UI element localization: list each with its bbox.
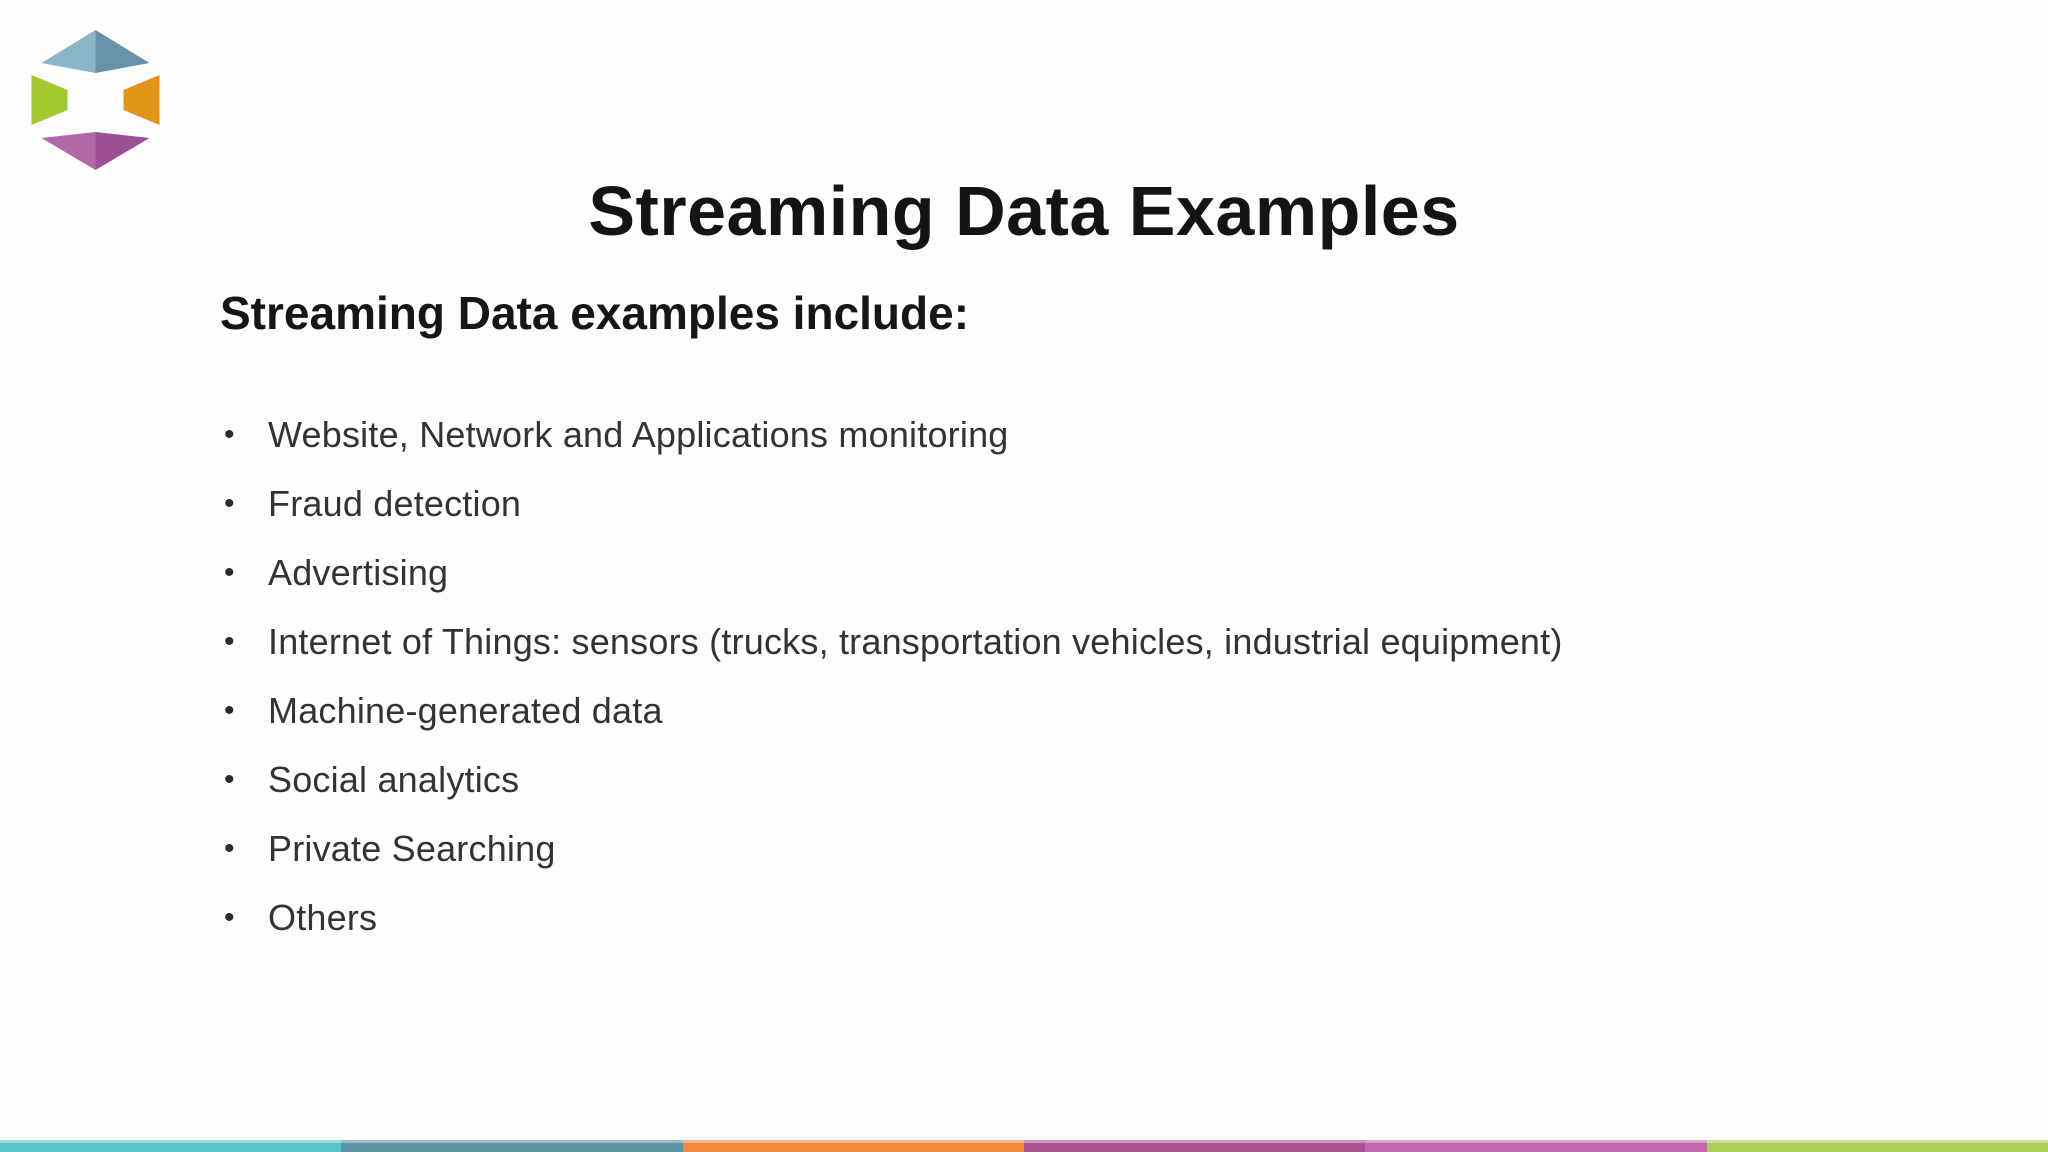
footer-stripe bbox=[0, 1140, 2048, 1152]
bullet-text: Advertising bbox=[268, 551, 449, 593]
bullet-text: Fraud detection bbox=[268, 482, 522, 524]
bullet-marker: • bbox=[224, 417, 235, 451]
bullet-marker: • bbox=[224, 762, 235, 796]
bullet-list: • Website, Network and Applications moni… bbox=[210, 400, 1968, 952]
stripe-segment-magenta bbox=[1023, 1140, 1366, 1152]
bullet-text: Machine-generated data bbox=[268, 689, 663, 731]
stripe-segment-lime bbox=[1706, 1140, 2048, 1152]
logo-piece-bottom-left bbox=[41, 132, 96, 170]
logo-piece-right bbox=[123, 75, 160, 125]
list-item: • Internet of Things: sensors (trucks, t… bbox=[210, 607, 1968, 676]
logo-piece-left bbox=[31, 75, 68, 125]
stripe-segment-teal bbox=[0, 1140, 342, 1152]
list-item: • Social analytics bbox=[210, 745, 1968, 814]
list-item: • Private Searching bbox=[210, 814, 1968, 883]
list-item: • Website, Network and Applications moni… bbox=[210, 400, 1968, 469]
list-item: • Fraud detection bbox=[210, 469, 1968, 538]
logo-piece-top-left bbox=[41, 30, 96, 73]
stripe-segment-orange bbox=[682, 1140, 1024, 1152]
bullet-text: Website, Network and Applications monito… bbox=[268, 413, 1009, 455]
bullet-marker: • bbox=[224, 555, 235, 589]
bullet-marker: • bbox=[224, 900, 235, 934]
bullet-text: Internet of Things: sensors (trucks, tra… bbox=[268, 620, 1563, 662]
bullet-text: Private Searching bbox=[268, 827, 556, 869]
hexagon-logo bbox=[31, 30, 160, 170]
bullet-text: Others bbox=[268, 896, 378, 938]
list-item: • Machine-generated data bbox=[210, 676, 1968, 745]
list-item: • Others bbox=[210, 883, 1968, 952]
bullet-marker: • bbox=[224, 693, 235, 727]
bullet-marker: • bbox=[224, 486, 235, 520]
slide-title: Streaming Data Examples bbox=[588, 171, 1460, 250]
bullet-text: Social analytics bbox=[268, 758, 520, 800]
stripe-segment-pink bbox=[1365, 1140, 1707, 1152]
slide-subtitle: Streaming Data examples include: bbox=[220, 287, 970, 339]
bullet-marker: • bbox=[224, 624, 235, 658]
list-item: • Advertising bbox=[210, 538, 1968, 607]
stripe-segment-steel-blue bbox=[341, 1140, 683, 1152]
bullet-marker: • bbox=[224, 831, 235, 865]
logo-piece-bottom-right bbox=[95, 132, 150, 170]
logo-piece-top-right bbox=[95, 30, 150, 73]
